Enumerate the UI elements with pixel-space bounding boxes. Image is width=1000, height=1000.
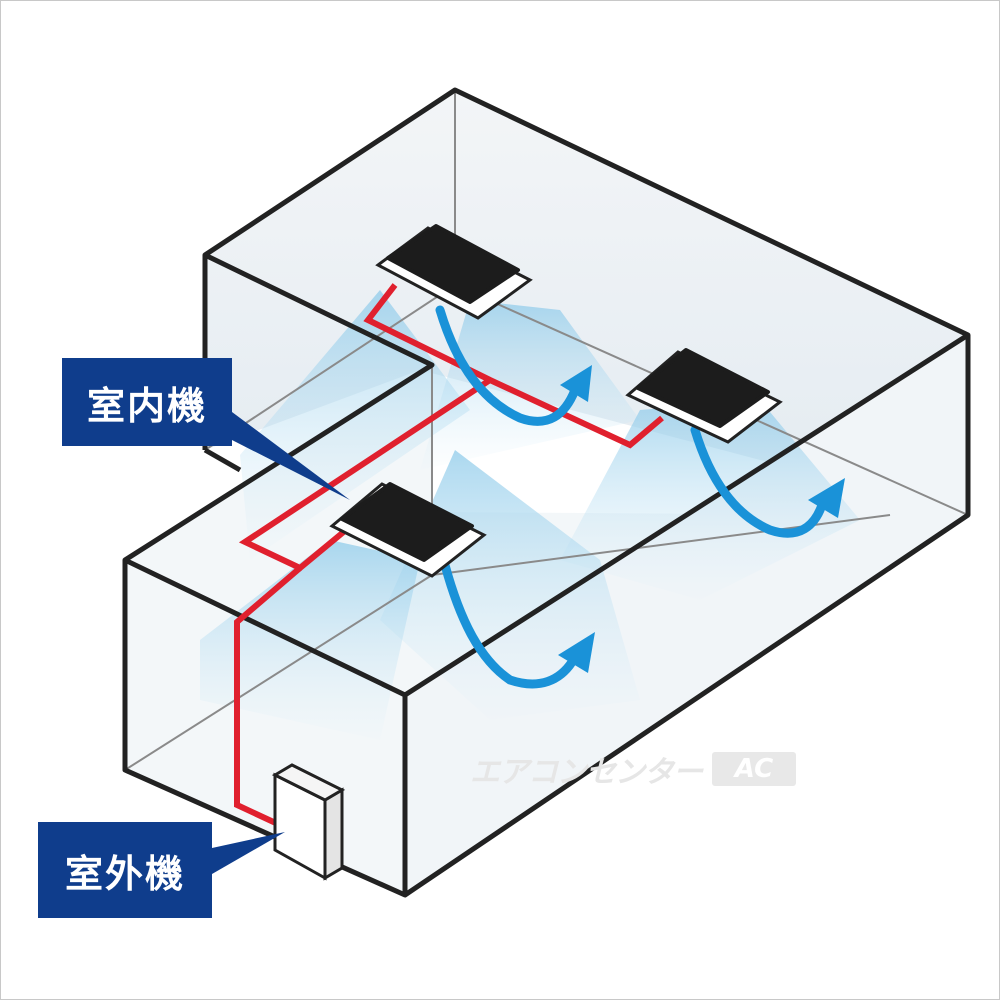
airflow-arrow bbox=[440, 560, 577, 689]
outdoor-unit bbox=[271, 763, 346, 881]
indoor-unit-label: 室内機 bbox=[62, 358, 232, 446]
outdoor-label-pointer bbox=[212, 832, 285, 874]
airflow-arrow bbox=[435, 305, 580, 426]
watermark-logo: AC bbox=[712, 752, 796, 786]
watermark: エアコンセンター AC bbox=[470, 748, 796, 790]
ceiling-cassette-unit-top bbox=[375, 224, 533, 320]
watermark-text: エアコンセンター bbox=[470, 755, 703, 790]
airflow-arrow bbox=[690, 425, 827, 538]
airflow-arrowhead bbox=[558, 632, 595, 673]
airflow-arrows bbox=[435, 305, 827, 689]
airflow-arrowheads bbox=[558, 365, 845, 673]
refrigerant-pipe bbox=[234, 283, 664, 828]
ceiling-cassette-unit-right bbox=[625, 348, 783, 444]
outdoor-unit-label: 室外機 bbox=[38, 822, 212, 918]
ceiling-cassette-unit-front bbox=[329, 482, 487, 578]
airflow-arrowhead bbox=[808, 478, 845, 518]
indoor-label-pointer bbox=[232, 412, 350, 500]
airflow-arrowhead bbox=[560, 365, 592, 402]
